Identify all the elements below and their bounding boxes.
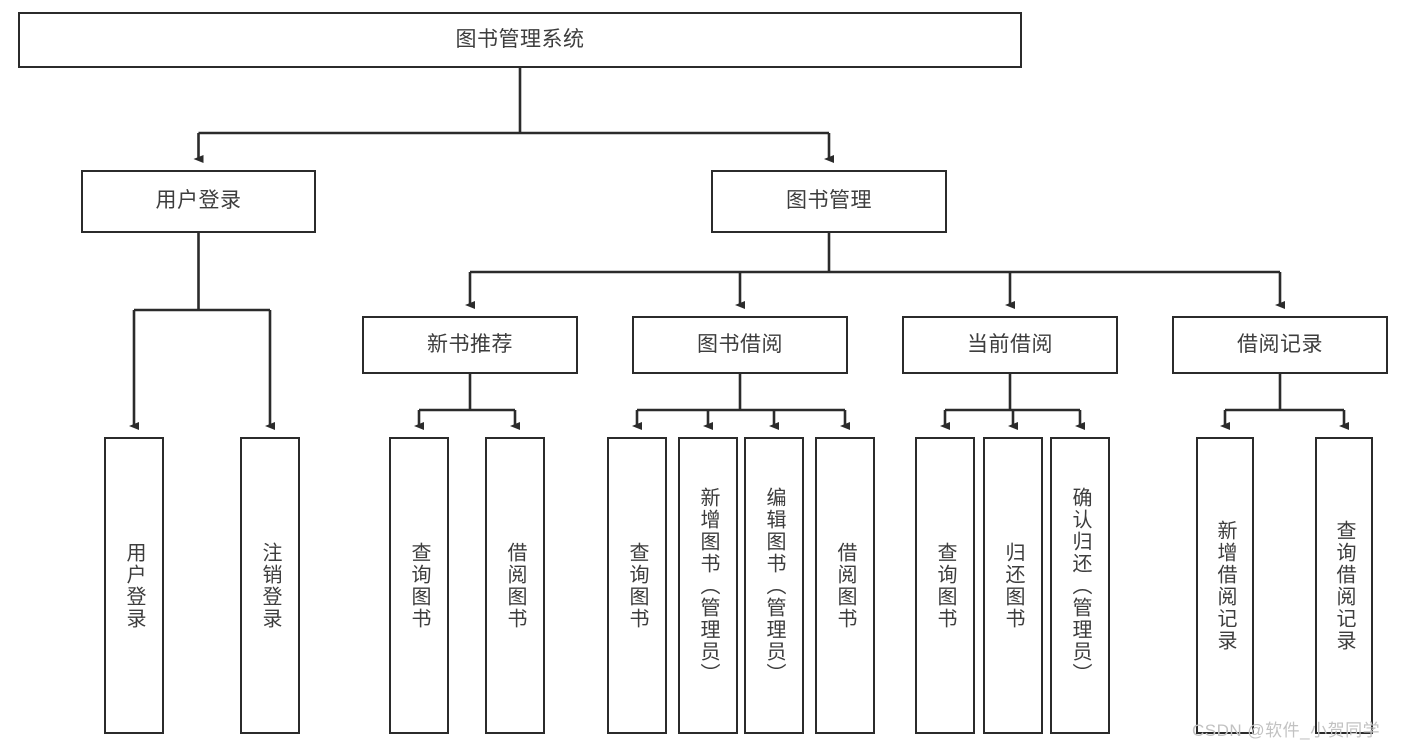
- node-label: 用户登录: [155, 189, 242, 213]
- node-label: 借阅图书: [834, 541, 856, 630]
- node-label: 归还图书: [1002, 541, 1024, 630]
- node-label: 借阅记录: [1237, 332, 1323, 356]
- node-leaf-add-record[interactable]: 新增借阅记录: [1196, 437, 1254, 734]
- node-leaf-return-book[interactable]: 归还图书: [983, 437, 1043, 734]
- node-current-borrow[interactable]: 当前借阅: [902, 316, 1118, 374]
- node-label: 注销登录: [259, 541, 281, 630]
- node-label: 查询图书: [934, 541, 956, 630]
- node-borrow-record[interactable]: 借阅记录: [1172, 316, 1388, 374]
- node-leaf-query-book-borrow[interactable]: 查询图书: [607, 437, 667, 734]
- csdn-watermark: CSDN @软件_小贺同学: [1192, 721, 1381, 740]
- node-root[interactable]: 图书管理系统: [18, 12, 1022, 68]
- node-label: 新增图书（管理员）: [697, 486, 719, 685]
- node-user-login[interactable]: 用户登录: [81, 170, 316, 233]
- node-label: 查询借阅记录: [1333, 519, 1355, 652]
- node-label: 用户登录: [123, 541, 145, 630]
- node-label: 新书推荐: [427, 332, 513, 356]
- node-label: 新增借阅记录: [1214, 519, 1236, 652]
- node-label: 图书管理: [786, 189, 872, 213]
- node-leaf-edit-book[interactable]: 编辑图书（管理员）: [744, 437, 804, 734]
- node-leaf-user-login[interactable]: 用户登录: [104, 437, 164, 734]
- node-leaf-query-record[interactable]: 查询借阅记录: [1315, 437, 1373, 734]
- node-leaf-query-book-current[interactable]: 查询图书: [915, 437, 975, 734]
- node-leaf-add-book[interactable]: 新增图书（管理员）: [678, 437, 738, 734]
- node-label: 借阅图书: [504, 541, 526, 630]
- node-book-borrow[interactable]: 图书借阅: [632, 316, 848, 374]
- node-label: 图书管理系统: [455, 27, 585, 51]
- node-leaf-borrow-book-rec[interactable]: 借阅图书: [485, 437, 545, 734]
- node-label: 查询图书: [626, 541, 648, 630]
- node-book-management[interactable]: 图书管理: [711, 170, 947, 233]
- node-new-book-recommend[interactable]: 新书推荐: [362, 316, 578, 374]
- node-leaf-query-book-rec[interactable]: 查询图书: [389, 437, 449, 734]
- node-label: 图书借阅: [697, 332, 783, 356]
- node-label: 当前借阅: [967, 332, 1053, 356]
- node-leaf-logout[interactable]: 注销登录: [240, 437, 300, 734]
- node-label: 查询图书: [408, 541, 430, 630]
- node-leaf-borrow-book[interactable]: 借阅图书: [815, 437, 875, 734]
- node-leaf-confirm-return[interactable]: 确认归还（管理员）: [1050, 437, 1110, 734]
- node-label: 确认归还（管理员）: [1069, 486, 1091, 685]
- node-label: 编辑图书（管理员）: [763, 486, 785, 685]
